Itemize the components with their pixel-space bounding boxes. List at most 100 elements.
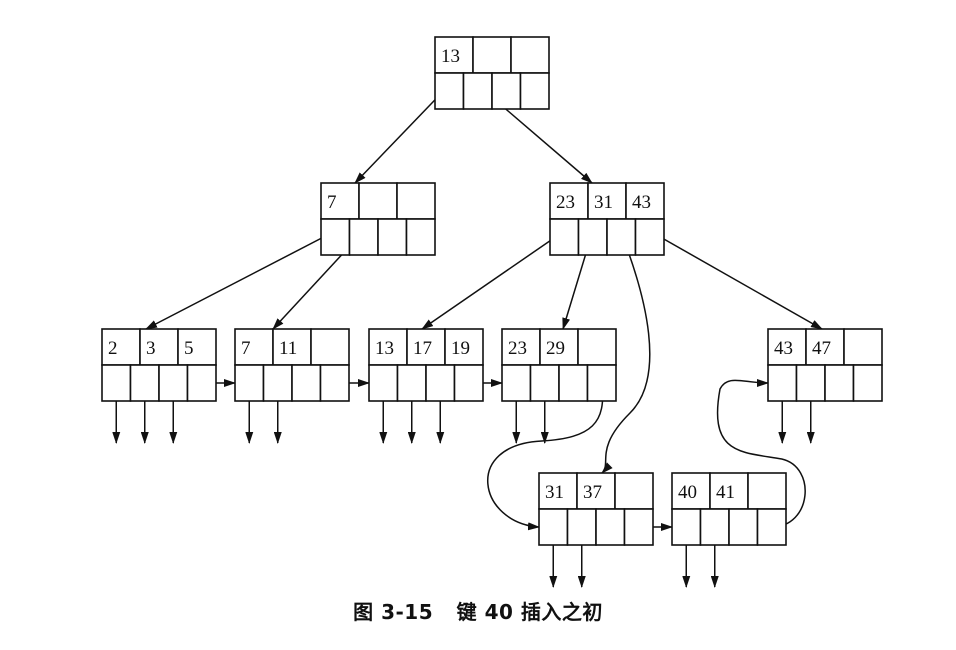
pointer-cell (728, 508, 759, 546)
key-value: 47 (812, 338, 831, 359)
key-cell (358, 182, 398, 220)
pointer-cell (101, 364, 132, 402)
node-leaf5: 31 37 (538, 472, 654, 546)
key-value: 37 (583, 482, 602, 503)
key-cell (747, 472, 787, 510)
edge-n7-leaf1 (145, 230, 336, 330)
key-value: 7 (327, 192, 337, 213)
key-cell (767, 328, 807, 366)
pointer-cell (634, 218, 665, 256)
key-cell (406, 328, 446, 366)
figure-number: 图 3-15 (353, 600, 434, 624)
chain-leaf4-leaf5 (487, 382, 604, 531)
pointer-cell (577, 218, 608, 256)
pointer-cell (129, 364, 160, 402)
node-n23: 23 31 43 (549, 182, 665, 256)
node-leaf1: 2 3 5 (101, 328, 217, 402)
pointer-cell (558, 364, 589, 402)
key-value: 31 (594, 192, 613, 213)
key-value: 31 (545, 482, 564, 503)
node-leaf4: 23 29 (501, 328, 617, 402)
pointer-cell (453, 364, 484, 402)
edge-root-n7 (354, 84, 450, 184)
key-cell (444, 328, 484, 366)
figure-title: 键 40 插入之初 (456, 600, 603, 624)
key-value: 13 (441, 46, 460, 67)
pointer-cell (158, 364, 189, 402)
pointer-cell (756, 508, 787, 546)
pointer-cell (824, 364, 855, 402)
pointer-cell (566, 508, 597, 546)
key-cell (843, 328, 883, 366)
pointer-cell (491, 72, 522, 110)
node-leaf6: 40 41 (671, 472, 787, 546)
pointer-cell (368, 364, 399, 402)
key-value: 40 (678, 482, 697, 503)
pointer-cell (529, 364, 560, 402)
key-value: 5 (184, 338, 194, 359)
pointer-cell (396, 364, 427, 402)
pointer-cell (186, 364, 217, 402)
pointer-cell (699, 508, 730, 546)
key-cell (501, 328, 541, 366)
key-cell (234, 328, 274, 366)
pointer-cell (623, 508, 654, 546)
key-cell (539, 328, 579, 366)
key-cell (538, 472, 578, 510)
node-leaf7: 43 47 (767, 328, 883, 402)
pointer-cell (462, 72, 493, 110)
key-cell (396, 182, 436, 220)
pointer-cell (671, 508, 702, 546)
key-cell (472, 36, 512, 74)
pointer-cell (795, 364, 826, 402)
pointer-cell (262, 364, 293, 402)
key-value: 13 (375, 338, 394, 359)
edge-n23-leaf5 (601, 232, 651, 474)
key-value: 19 (451, 338, 470, 359)
key-cell (139, 328, 179, 366)
key-value: 43 (632, 192, 651, 213)
key-value: 11 (279, 338, 297, 359)
key-value: 2 (108, 338, 118, 359)
key-value: 23 (508, 338, 527, 359)
key-cell (310, 328, 350, 366)
figure-caption: 图 3-15 键 40 插入之初 (0, 596, 956, 625)
pointer-cell (425, 364, 456, 402)
key-value: 7 (241, 338, 251, 359)
pointer-cell (234, 364, 265, 402)
pointer-cell (852, 364, 883, 402)
pointer-cell (319, 364, 350, 402)
node-leaf2: 7 11 (234, 328, 350, 402)
edge-n23-leaf7 (649, 230, 823, 330)
pointer-cell (501, 364, 532, 402)
pointer-cell (291, 364, 322, 402)
key-value: 43 (774, 338, 793, 359)
pointer-cell (377, 218, 408, 256)
key-value: 17 (413, 338, 432, 359)
pointer-cell (434, 72, 465, 110)
pointer-cell (595, 508, 626, 546)
key-value: 29 (546, 338, 565, 359)
node-root: 13 (434, 36, 550, 110)
key-value: 3 (146, 338, 156, 359)
pointer-cell (320, 218, 351, 256)
pointer-cell (767, 364, 798, 402)
pointer-cell (405, 218, 436, 256)
key-cell (177, 328, 217, 366)
edge-n23-leaf3 (421, 230, 565, 330)
key-cell (510, 36, 550, 74)
pointer-cell (348, 218, 379, 256)
chain-leaf6-leaf7 (716, 378, 806, 528)
key-value: 23 (556, 192, 575, 213)
key-value: 41 (716, 482, 735, 503)
pointer-cell (519, 72, 550, 110)
node-leaf3: 13 17 19 (368, 328, 484, 402)
pointer-cell (606, 218, 637, 256)
key-cell (614, 472, 654, 510)
pointer-cell (549, 218, 580, 256)
key-cell (576, 472, 616, 510)
pointer-cell (538, 508, 569, 546)
key-cell (577, 328, 617, 366)
